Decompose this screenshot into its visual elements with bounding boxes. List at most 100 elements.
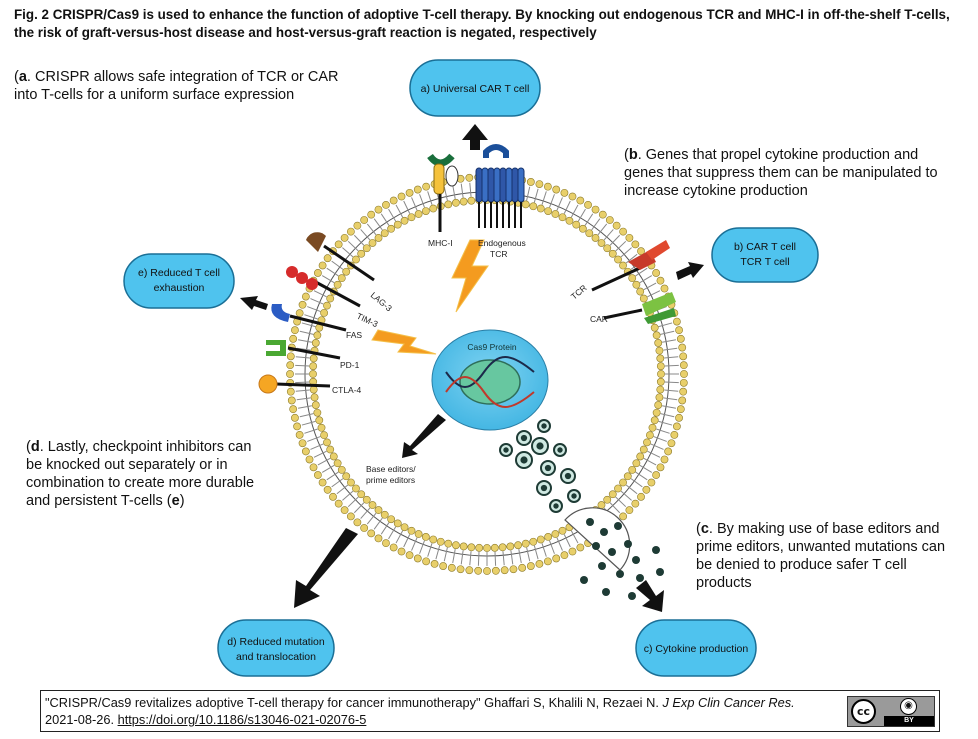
lipid-tail bbox=[663, 397, 678, 401]
lipid-head bbox=[421, 533, 430, 541]
lipid-head bbox=[585, 229, 594, 238]
lipid-tail bbox=[469, 182, 472, 197]
cytokine-particles bbox=[580, 518, 664, 600]
lipid-head bbox=[560, 551, 569, 560]
lipid-tail bbox=[541, 191, 547, 205]
arrow-up-icon bbox=[462, 124, 488, 150]
lipid-head bbox=[295, 430, 304, 439]
endogenous-label-1: Endogenous bbox=[478, 238, 526, 248]
lag3-icon bbox=[306, 232, 326, 252]
cc-by-license-badge[interactable]: cc ◉ BY bbox=[847, 696, 935, 727]
lipid-tail bbox=[647, 450, 661, 458]
lipid-head bbox=[286, 387, 295, 396]
lipid-head bbox=[647, 478, 656, 487]
lipid-tail bbox=[615, 496, 627, 508]
lipid-tail bbox=[563, 200, 571, 214]
lipid-head bbox=[625, 506, 634, 515]
lipid-head bbox=[326, 445, 335, 454]
lipid-tail bbox=[664, 389, 679, 392]
cytokine-particle bbox=[586, 518, 594, 526]
lipid-tail bbox=[549, 540, 555, 554]
pill-cytokine: c) Cytokine production bbox=[635, 619, 757, 677]
lipid-head bbox=[352, 484, 360, 493]
cytokine-particle bbox=[592, 542, 600, 550]
cytokine-particle bbox=[580, 576, 588, 584]
lipid-head bbox=[393, 519, 402, 528]
lipid-tail bbox=[299, 413, 314, 418]
lipid-tail bbox=[342, 247, 354, 258]
lipid-tail bbox=[301, 420, 316, 426]
lipid-head bbox=[558, 526, 567, 535]
tcr-cluster bbox=[475, 167, 525, 228]
lipid-head bbox=[670, 430, 679, 439]
lipid-head bbox=[357, 249, 366, 258]
lipid-tail bbox=[533, 545, 539, 560]
lipid-tail bbox=[307, 436, 321, 442]
fas-label: FAS bbox=[346, 330, 362, 340]
lipid-head bbox=[301, 292, 310, 301]
vesicle-core bbox=[541, 423, 547, 429]
lipid-tail bbox=[664, 356, 679, 359]
lipid-tail bbox=[577, 208, 586, 222]
lipid-head bbox=[407, 213, 416, 222]
lipid-tail bbox=[380, 522, 390, 535]
lipid-tail bbox=[331, 260, 344, 270]
lipid-head bbox=[374, 506, 383, 514]
lipid-head bbox=[360, 524, 369, 532]
lipid-head bbox=[333, 459, 342, 468]
lipid-head bbox=[654, 339, 663, 347]
mhc-stalk bbox=[433, 163, 445, 195]
lipid-tail bbox=[295, 381, 310, 384]
lipid-head bbox=[535, 560, 544, 568]
lipid-tail bbox=[295, 364, 310, 367]
ctla4-label: CTLA-4 bbox=[332, 385, 362, 395]
lipid-tail bbox=[584, 213, 594, 226]
pill-car-tcr: b) CAR T cell TCR T cell bbox=[711, 227, 819, 283]
lipid-head bbox=[337, 465, 346, 474]
fas-icon bbox=[271, 304, 290, 322]
lipid-head bbox=[413, 554, 422, 563]
lipid-head bbox=[317, 423, 326, 432]
lipid-head bbox=[374, 534, 383, 543]
lipid-head bbox=[459, 542, 468, 551]
doi-link[interactable]: https://doi.org/10.1186/s13046-021-02076… bbox=[117, 712, 367, 727]
lipid-head bbox=[543, 182, 552, 191]
lipid-head bbox=[654, 401, 663, 409]
lipid-head bbox=[614, 255, 622, 264]
lipid-tail bbox=[556, 537, 563, 551]
lipid-head bbox=[309, 354, 318, 363]
pill-mutation-label-1: d) Reduced mutation bbox=[227, 636, 325, 648]
lipid-head bbox=[552, 185, 561, 194]
tcr-rod bbox=[499, 167, 507, 203]
lipid-tail bbox=[510, 550, 514, 565]
lipid-head bbox=[318, 261, 327, 270]
note-d-text: . Lastly, checkpoint inhibitors can be k… bbox=[26, 439, 255, 509]
tcr-rod bbox=[517, 167, 525, 203]
lipid-head bbox=[678, 343, 687, 352]
lipid-head bbox=[679, 361, 688, 370]
lipid-tail bbox=[643, 282, 657, 291]
lipid-tail bbox=[419, 540, 425, 554]
lipid-head bbox=[444, 200, 453, 209]
lipid-head bbox=[465, 173, 474, 182]
lipid-head bbox=[475, 543, 484, 552]
lipid-head bbox=[334, 240, 343, 249]
lipid-tail bbox=[620, 247, 632, 258]
note-b: (b. Genes that propel cytokine productio… bbox=[624, 147, 938, 199]
lipid-tail bbox=[658, 322, 673, 328]
cc-icon: cc bbox=[851, 699, 876, 724]
pd1-label: PD-1 bbox=[340, 360, 360, 370]
lipid-tail bbox=[321, 464, 335, 473]
lipid-head bbox=[439, 562, 448, 570]
tcr-rod bbox=[493, 167, 501, 203]
lipid-head bbox=[333, 280, 342, 289]
lipid-head bbox=[521, 539, 530, 548]
lipid-tail bbox=[317, 457, 331, 466]
tcr-rod bbox=[481, 167, 489, 203]
tim3-bead-2 bbox=[296, 272, 308, 284]
mhc-receptor: MHC-I bbox=[427, 153, 459, 248]
engineered-receptors: TCR CAR bbox=[569, 240, 676, 324]
lipid-head bbox=[597, 501, 606, 509]
lipid-head bbox=[347, 478, 355, 487]
pill-exhaustion-label-2: exhaustion bbox=[154, 282, 205, 294]
